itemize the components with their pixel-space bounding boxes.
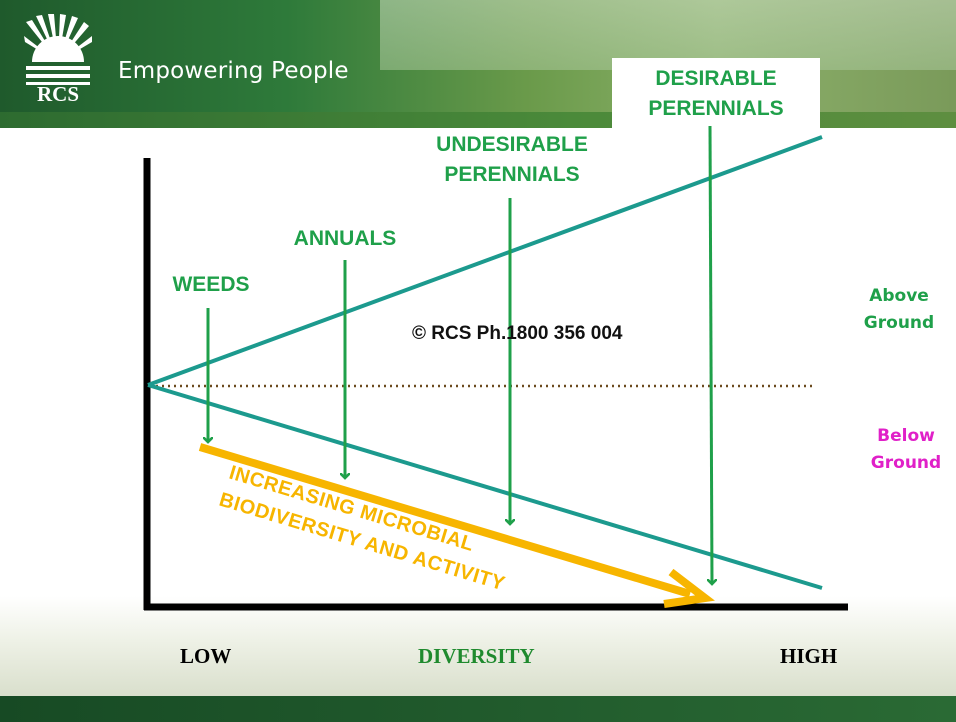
label-desirable-perennials: DESIRABLE PERENNIALS [648, 67, 784, 120]
pasture-background [0, 596, 956, 696]
axis-diversity-label: DIVERSITY [418, 644, 535, 668]
label-below-ground: Below Ground [870, 426, 942, 473]
label-box [612, 58, 820, 128]
footer-band [0, 696, 956, 722]
microbial-arrow [198, 443, 692, 598]
copyright-notice: © RCS Ph.1800 356 004 [412, 323, 623, 344]
tagline: Empowering People [118, 58, 349, 84]
label-weeds: WEEDS [172, 273, 250, 296]
axis-low-label: LOW [180, 644, 232, 668]
desirable-perennials-arrow [710, 125, 712, 584]
logo-text: RCS [36, 82, 79, 106]
microbial-arrowhead [663, 568, 715, 608]
label-annuals: ANNUALS [293, 227, 397, 250]
label-above-ground: Above Ground [863, 286, 935, 333]
below-ground-line [147, 383, 823, 590]
rcs-sun-logo-icon [24, 14, 92, 85]
label-undesirable-perennials: UNDESIRABLE PERENNIALS [436, 133, 588, 186]
axis-high-label: HIGH [780, 644, 838, 668]
